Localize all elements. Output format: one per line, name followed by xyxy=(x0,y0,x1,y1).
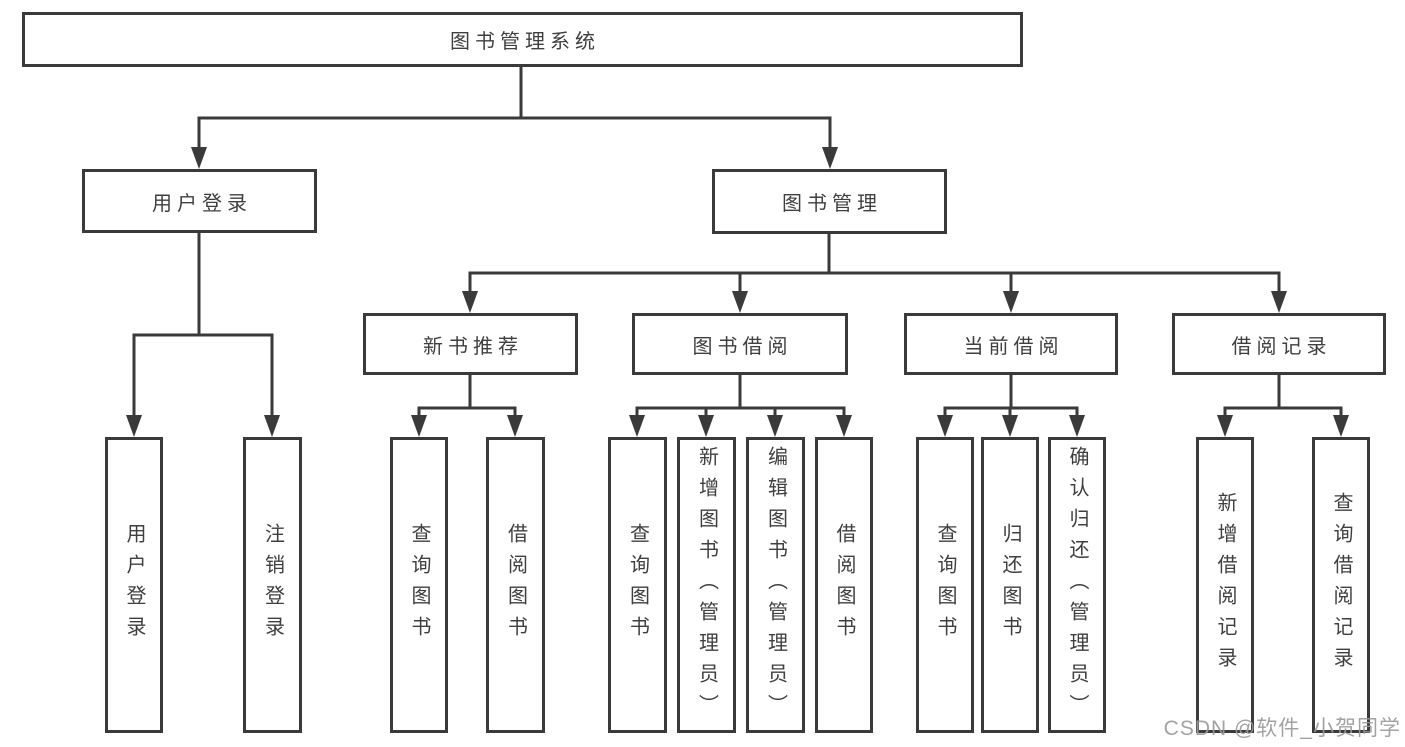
branch-new-book-to-leaves xyxy=(411,375,523,437)
leaf-borrow-books-recommend: 借阅图书 xyxy=(486,437,545,733)
node-new-book-recommend: 新书推荐 xyxy=(363,313,578,375)
csdn-watermark: CSDN @软件_小贺同学 xyxy=(1163,717,1401,740)
node-new-book-recommend-label: 新书推荐 xyxy=(423,335,523,358)
leaf-logout-login: 注销登录 xyxy=(243,437,302,733)
leaf-add-books-admin: 新增图书（管理员） xyxy=(677,437,736,733)
leaf-confirm-return-admin-label: 确认归还（管理员） xyxy=(1066,445,1088,725)
leaf-return-books: 归还图书 xyxy=(981,437,1039,733)
leaf-return-books-label: 归还图书 xyxy=(999,523,1021,647)
leaf-query-books-borrow: 查询图书 xyxy=(608,437,667,733)
branch-user-login-to-leaves xyxy=(126,233,280,437)
leaf-query-books-borrow-label: 查询图书 xyxy=(626,523,649,647)
leaf-query-books-current-label: 查询图书 xyxy=(934,523,956,647)
leaf-user-login: 用户登录 xyxy=(105,437,163,733)
leaf-query-borrow-record-label: 查询借阅记录 xyxy=(1330,492,1352,678)
branch-book-management-to-level3 xyxy=(462,234,1287,313)
leaf-user-login-label: 用户登录 xyxy=(123,523,145,647)
node-book-borrowing: 图书借阅 xyxy=(632,313,848,375)
node-book-management-label: 图书管理 xyxy=(782,193,882,215)
node-library-system: 图书管理系统 xyxy=(22,12,1023,67)
leaf-query-borrow-record: 查询借阅记录 xyxy=(1312,437,1370,733)
leaf-query-books-recommend-label: 查询图书 xyxy=(408,523,430,647)
leaf-edit-books-admin-label: 编辑图书（管理员） xyxy=(764,445,787,725)
leaf-borrow-books: 借阅图书 xyxy=(815,437,873,733)
node-user-login-label: 用户登录 xyxy=(152,192,252,215)
branch-root-to-level2 xyxy=(191,67,838,169)
leaf-edit-books-admin: 编辑图书（管理员） xyxy=(746,437,805,733)
leaf-query-books-recommend: 查询图书 xyxy=(390,437,448,733)
node-borrowing-records: 借阅记录 xyxy=(1172,313,1386,375)
leaf-add-borrow-record-label: 新增借阅记录 xyxy=(1214,492,1236,678)
branch-borrow-records-to-leaves xyxy=(1217,375,1349,437)
leaf-confirm-return-admin: 确认归还（管理员） xyxy=(1048,437,1106,733)
leaf-add-books-admin-label: 新增图书（管理员） xyxy=(695,445,718,725)
node-borrowing-records-label: 借阅记录 xyxy=(1231,335,1332,358)
node-current-borrowing: 当前借阅 xyxy=(904,313,1118,375)
leaf-logout-login-label: 注销登录 xyxy=(261,523,284,647)
leaf-add-borrow-record: 新增借阅记录 xyxy=(1196,437,1254,733)
node-book-management: 图书管理 xyxy=(712,169,947,234)
node-book-borrowing-label: 图书借阅 xyxy=(692,335,793,358)
node-current-borrowing-label: 当前借阅 xyxy=(963,335,1064,358)
branch-book-borrow-to-leaves xyxy=(629,375,852,437)
leaf-query-books-current: 查询图书 xyxy=(916,437,974,733)
branch-current-borrow-to-leaves xyxy=(937,375,1085,437)
node-user-login: 用户登录 xyxy=(82,169,317,233)
node-library-system-label: 图书管理系统 xyxy=(450,31,600,53)
leaf-borrow-books-recommend-label: 借阅图书 xyxy=(504,523,527,647)
leaf-borrow-books-label: 借阅图书 xyxy=(833,523,855,647)
